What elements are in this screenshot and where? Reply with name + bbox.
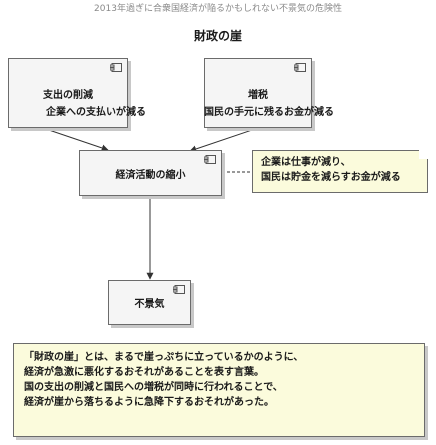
caption: 2013年過ぎに合衆国経済が陥るかもしれない不景気の危険性 [94, 4, 342, 14]
description-line: 経済が崖から落ちるように急降下するおそれがあった。 [24, 397, 274, 408]
note-box: 企業は仕事が減り、 国民は貯金を減らすお金が減る [252, 150, 428, 193]
component-icon [109, 63, 122, 72]
edge-tax-to-economic [189, 127, 259, 153]
node-tax-increase[interactable]: 増税 [204, 58, 312, 128]
edge-spending-to-economic [42, 127, 109, 152]
description-line: 「財政の崖」とは、まるで崖っぷちに立っているかのように、 [24, 352, 304, 363]
node-economic-shrink[interactable]: 経済活動の縮小 [79, 150, 222, 196]
edge-label-right: 国民の手元に残るお金が減る [204, 107, 334, 118]
note-fold-corner [419, 150, 428, 159]
description-line: 国の支出の削減と国民への増税が同時に行われることで、 [24, 382, 283, 393]
description-box: 「財政の崖」とは、まるで崖っぷちに立っているかのように、 経済が急激に悪化するお… [13, 343, 425, 437]
node-label: 不景気 [134, 299, 165, 310]
component-icon [172, 285, 185, 294]
component-icon [203, 155, 216, 164]
node-label: 経済活動の縮小 [115, 169, 186, 181]
description-line: 経済が急激に悪化するおそれがあることを表す言葉。 [24, 367, 264, 378]
node-label: 支出の削減 [43, 89, 93, 101]
diagram-title: 財政の崖 [193, 29, 242, 43]
node-recession[interactable]: 不景気 [108, 280, 191, 325]
node-label: 増税 [248, 89, 268, 101]
component-icon [293, 63, 306, 72]
edge-label-left: 企業への支払いが減る [46, 107, 146, 118]
note-line: 国民は貯金を減らすお金が減る [261, 172, 401, 183]
node-spending-cut[interactable]: 支出の削減 [8, 58, 128, 128]
note-line: 企業は仕事が減り、 [261, 157, 351, 168]
